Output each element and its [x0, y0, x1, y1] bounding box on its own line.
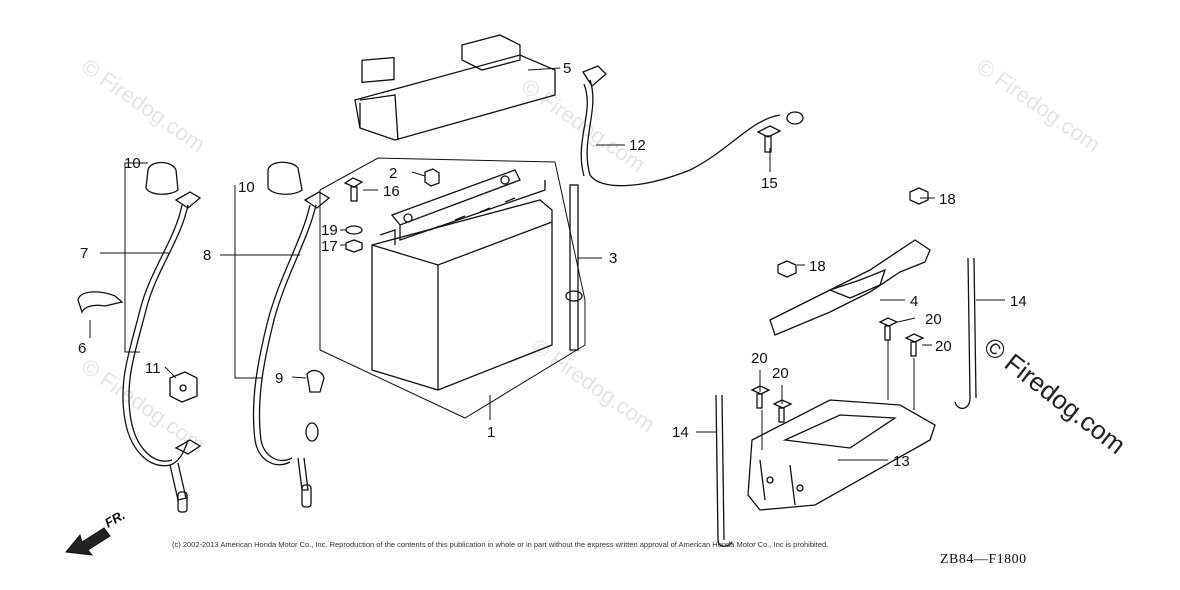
- callout-11: 11: [145, 360, 161, 377]
- battery-part[interactable]: [371, 169, 553, 391]
- callout-14-right: 14: [1010, 293, 1027, 310]
- bolt-20-b-part[interactable]: [904, 333, 925, 357]
- callout-20-c: 20: [751, 350, 768, 367]
- callout-3: 3: [609, 250, 617, 267]
- arrow-icon: [65, 527, 111, 556]
- battery-group-outline: [319, 157, 586, 419]
- callout-7: 7: [80, 245, 88, 262]
- bolt-16-part[interactable]: [343, 177, 364, 202]
- nut-2-part[interactable]: [424, 168, 440, 187]
- bolt-15-part[interactable]: [756, 125, 782, 153]
- watermark-1: © Firedog.com: [77, 54, 210, 157]
- callout-20-d: 20: [772, 365, 789, 382]
- nut-18-top-part[interactable]: [909, 187, 929, 205]
- callout-numbers: 1 2 3 4 5 6 7 8 9 10 10 11 12 13 14 14 1…: [78, 60, 1027, 470]
- washer-19-part[interactable]: [345, 225, 363, 235]
- direction-label: FR.: [102, 507, 128, 530]
- callout-9: 9: [275, 370, 283, 387]
- callout-14-left: 14: [672, 424, 689, 441]
- nut-18-mid-part[interactable]: [777, 260, 797, 278]
- callout-10-mid: 10: [238, 179, 255, 196]
- callout-4: 4: [910, 293, 918, 310]
- bolt-20-a-part[interactable]: [878, 317, 899, 341]
- battery-stay-4-part[interactable]: [769, 239, 931, 336]
- nut-17-part[interactable]: [345, 239, 363, 253]
- battery-cover-part[interactable]: [354, 34, 556, 141]
- callout-6: 6: [78, 340, 86, 357]
- negative-cable-part[interactable]: [252, 161, 331, 508]
- callout-1: 1: [487, 424, 495, 441]
- watermark-5: © Firedog.com: [972, 54, 1105, 157]
- positive-cable-part[interactable]: [122, 161, 202, 513]
- ground-cable-part[interactable]: [580, 65, 804, 187]
- bolt-20-c-part[interactable]: [750, 385, 771, 409]
- callout-19: 19: [321, 222, 338, 239]
- callout-17: 17: [321, 238, 338, 255]
- leader-lines: [89, 67, 1005, 461]
- callout-2: 2: [389, 165, 397, 182]
- diagram-code: ZB84—F1800: [940, 552, 1027, 567]
- holder-11-part[interactable]: [169, 371, 198, 403]
- callout-20-b: 20: [935, 338, 952, 355]
- callout-13: 13: [893, 453, 910, 470]
- callout-5: 5: [563, 60, 571, 77]
- callout-8: 8: [203, 247, 211, 264]
- callout-20-a: 20: [925, 311, 942, 328]
- callout-10-left: 10: [124, 155, 141, 172]
- front-direction-arrow: FR.: [65, 507, 128, 556]
- callout-15: 15: [761, 175, 778, 192]
- callout-16: 16: [383, 183, 400, 200]
- rod-14-right-part[interactable]: [954, 257, 977, 409]
- callout-18-mid: 18: [809, 258, 826, 275]
- copyright-notice: (c) 2002-2013 American Honda Motor Co., …: [172, 540, 829, 549]
- watermark-main: © Firedog.com: [978, 331, 1131, 460]
- watermark-4: © Firedog.com: [527, 334, 660, 437]
- clamp-6-part[interactable]: [77, 291, 124, 314]
- watermark-2: © Firedog.com: [77, 354, 210, 457]
- callout-12: 12: [629, 137, 646, 154]
- rod-14-left-part[interactable]: [715, 394, 733, 547]
- battery-tray-13-part[interactable]: [747, 399, 936, 511]
- vent-tube-part[interactable]: [565, 184, 583, 351]
- bolt-20-d-part[interactable]: [772, 399, 793, 423]
- callout-18-top: 18: [939, 191, 956, 208]
